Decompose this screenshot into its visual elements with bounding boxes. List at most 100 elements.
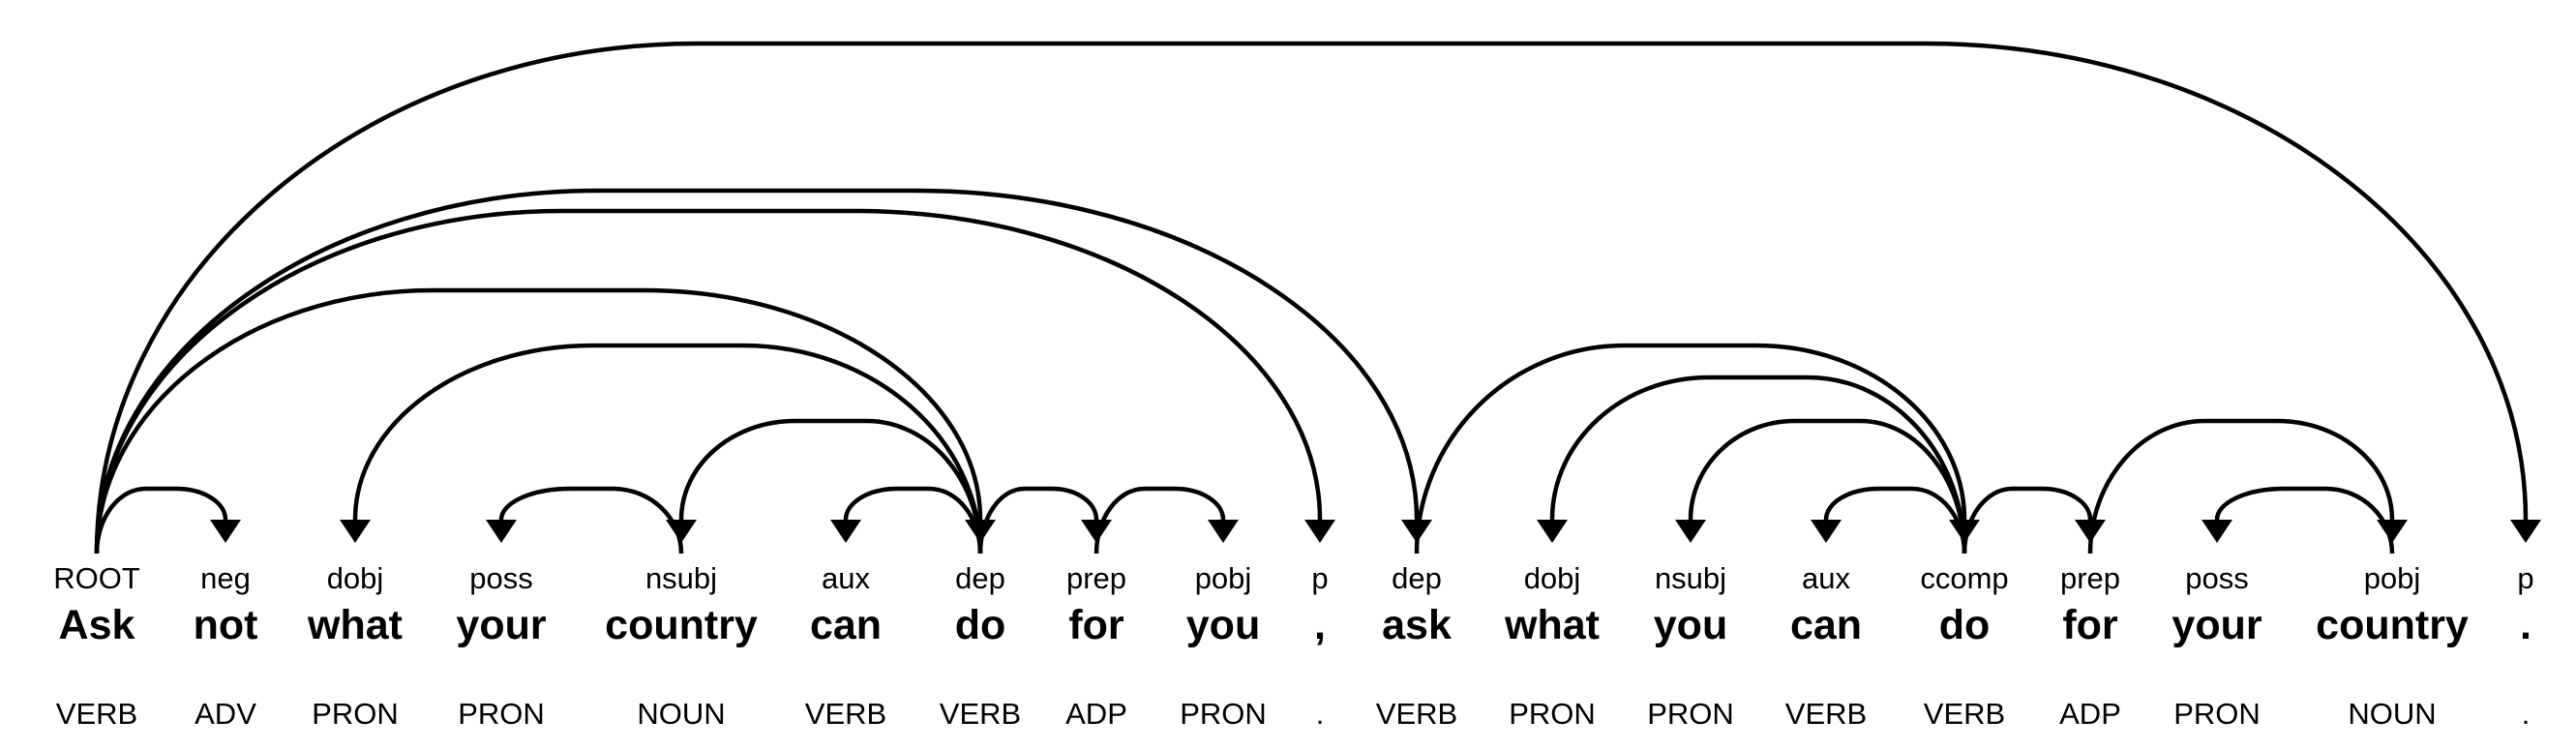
token-word: what bbox=[1504, 602, 1600, 648]
pos-tag: NOUN bbox=[637, 697, 725, 731]
dependency-arc-poss bbox=[498, 486, 684, 555]
arrowhead-icon bbox=[1675, 520, 1706, 543]
deprel-label: poss bbox=[2185, 561, 2248, 595]
dependency-arc-dobj bbox=[352, 343, 983, 555]
deprel-label: p bbox=[1311, 561, 1328, 595]
arrowhead-icon bbox=[210, 520, 241, 543]
dependency-arc-dep bbox=[94, 188, 1420, 555]
token-18: p.. bbox=[2517, 561, 2533, 731]
pos-tag: PRON bbox=[1180, 697, 1267, 731]
token-word: what bbox=[307, 602, 403, 648]
arrowhead-icon bbox=[2202, 520, 2232, 543]
arrowhead-icon bbox=[1081, 520, 1112, 543]
arrowhead-icon bbox=[1949, 520, 1980, 543]
pos-tag: . bbox=[2522, 697, 2531, 731]
token-9: p,. bbox=[1311, 561, 1328, 731]
token-word: can bbox=[1790, 602, 1862, 648]
dependency-arc-aux bbox=[1823, 486, 1967, 555]
deprel-label: ROOT bbox=[53, 561, 140, 595]
dependency-arc-dep bbox=[94, 287, 983, 555]
pos-tag: PRON bbox=[458, 697, 545, 731]
deprel-label: dep bbox=[955, 561, 1005, 595]
token-word: country bbox=[605, 602, 758, 648]
pos-tag: NOUN bbox=[2348, 697, 2436, 731]
pos-tag: VERB bbox=[1785, 697, 1867, 731]
pos-tag: VERB bbox=[805, 697, 886, 731]
deprel-label: pobj bbox=[2364, 561, 2421, 595]
arrowhead-icon bbox=[1208, 520, 1239, 543]
dependency-arc-neg bbox=[94, 486, 228, 555]
dependency-arc-prep bbox=[977, 486, 1099, 555]
deprel-label: poss bbox=[469, 561, 532, 595]
pos-tag: VERB bbox=[940, 697, 1021, 731]
deprel-label: neg bbox=[200, 561, 251, 595]
dependency-arc-pobj bbox=[2087, 418, 2395, 555]
deprel-label: dobj bbox=[327, 561, 384, 595]
token-word: do bbox=[1939, 602, 1991, 648]
arrowhead-icon bbox=[830, 520, 861, 543]
token-word: country bbox=[2316, 602, 2469, 648]
deprel-label: dep bbox=[1392, 561, 1442, 595]
pos-tag: . bbox=[1316, 697, 1325, 731]
pos-tag: PRON bbox=[2173, 697, 2261, 731]
arrowhead-icon bbox=[2510, 520, 2541, 543]
dependency-arc-poss bbox=[2214, 486, 2395, 555]
arrowhead-icon bbox=[486, 520, 517, 543]
token-word: . bbox=[2520, 602, 2531, 648]
deprel-label: nsubj bbox=[1655, 561, 1726, 595]
pos-tag: ADP bbox=[2059, 697, 2121, 731]
arrowhead-icon bbox=[1304, 520, 1335, 543]
dependency-arc-nsubj bbox=[1688, 418, 1967, 555]
dependency-arc-prep bbox=[1962, 486, 2093, 555]
token-word: not bbox=[194, 602, 258, 648]
token-word: for bbox=[2062, 602, 2118, 648]
token-word: for bbox=[1068, 602, 1124, 648]
token-word: can bbox=[810, 602, 882, 648]
deprel-label: dobj bbox=[1524, 561, 1581, 595]
arrowhead-icon bbox=[965, 520, 996, 543]
pos-tag: VERB bbox=[1924, 697, 2005, 731]
deprel-label: ccomp bbox=[1920, 561, 2008, 595]
dependency-arc-nsubj bbox=[678, 418, 983, 555]
pos-tag: PRON bbox=[1647, 697, 1734, 731]
deprel-label: nsubj bbox=[645, 561, 717, 595]
dependency-arc-dobj bbox=[1549, 375, 1967, 555]
deprel-label: pobj bbox=[1195, 561, 1252, 595]
pos-tag: PRON bbox=[1509, 697, 1596, 731]
deprel-label: prep bbox=[1066, 561, 1126, 595]
token-word: ask bbox=[1382, 602, 1452, 648]
token-word: your bbox=[2172, 602, 2261, 648]
token-word: you bbox=[1186, 602, 1260, 648]
dependency-arcs bbox=[94, 41, 2541, 555]
arrowhead-icon bbox=[1537, 520, 1568, 543]
dependency-arc-aux bbox=[843, 486, 983, 555]
arrowhead-icon bbox=[340, 520, 371, 543]
arrowhead-icon bbox=[666, 520, 697, 543]
deprel-label: p bbox=[2517, 561, 2533, 595]
arrowhead-icon bbox=[1811, 520, 1842, 543]
pos-tag: VERB bbox=[56, 697, 137, 731]
dependency-arc-pobj bbox=[1093, 486, 1226, 555]
pos-tag: ADV bbox=[195, 697, 256, 731]
token-word: your bbox=[456, 602, 546, 648]
token-word: Ask bbox=[59, 602, 135, 648]
pos-tag: ADP bbox=[1065, 697, 1127, 731]
